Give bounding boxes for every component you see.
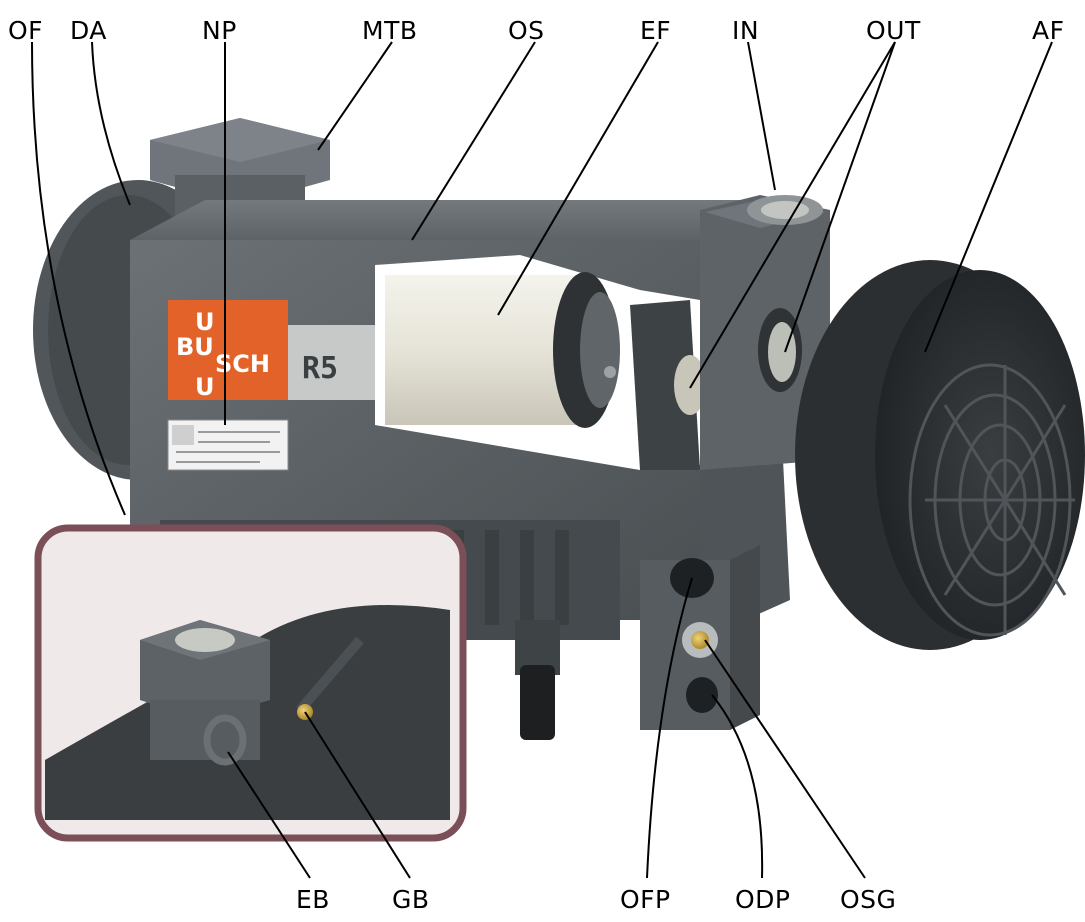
brand-line-2: BU	[176, 333, 214, 361]
outlet-thread-left	[674, 355, 706, 415]
label-np: NP	[202, 16, 237, 45]
model-label: R5	[302, 351, 338, 386]
label-af: AF	[1032, 16, 1065, 45]
leader-ofp	[646, 577, 693, 879]
leader-out-b	[784, 41, 896, 353]
leader-lines	[31, 41, 1053, 879]
leader-of	[31, 41, 126, 516]
leader-in	[747, 41, 776, 191]
leader-af	[924, 41, 1053, 353]
exhaust-filter	[385, 275, 585, 425]
inlet-flange	[700, 195, 830, 470]
fan-cover	[795, 260, 1085, 650]
brand-plate: U BU SCH U R5	[168, 300, 378, 401]
inset-detail	[34, 524, 467, 842]
label-mtb: MTB	[362, 16, 418, 45]
label-ofp: OFP	[620, 885, 671, 914]
oil-drain-plug	[686, 677, 718, 713]
brand-line-3: SCH	[215, 350, 270, 378]
label-of: OF	[8, 16, 44, 45]
nameplate	[167, 419, 289, 471]
leader-ef	[497, 41, 659, 316]
leader-odp	[711, 694, 764, 879]
label-out: OUT	[866, 16, 921, 45]
label-os: OS	[508, 16, 545, 45]
leader-eb	[227, 751, 311, 879]
leader-mtb	[317, 41, 393, 151]
brand-line-1: U	[195, 308, 215, 336]
label-da: DA	[70, 16, 107, 45]
label-eb: EB	[296, 885, 330, 914]
label-odp: ODP	[735, 885, 791, 914]
cutaway-section	[375, 255, 706, 470]
leader-gb	[304, 711, 411, 879]
leader-osg	[704, 639, 866, 879]
outlet-thread-right	[768, 322, 796, 382]
inlet-thread	[761, 201, 809, 219]
oil-fittings	[670, 558, 718, 713]
eye-bolt	[203, 714, 247, 766]
leader-os	[411, 41, 536, 241]
brand-line-4: U	[195, 373, 215, 401]
leader-out-a	[689, 41, 896, 389]
leader-da	[91, 41, 131, 206]
brand-logo	[168, 300, 288, 400]
label-in: IN	[732, 16, 760, 45]
label-osg: OSG	[840, 885, 897, 914]
label-gb: GB	[392, 885, 430, 914]
label-ef: EF	[640, 16, 672, 45]
